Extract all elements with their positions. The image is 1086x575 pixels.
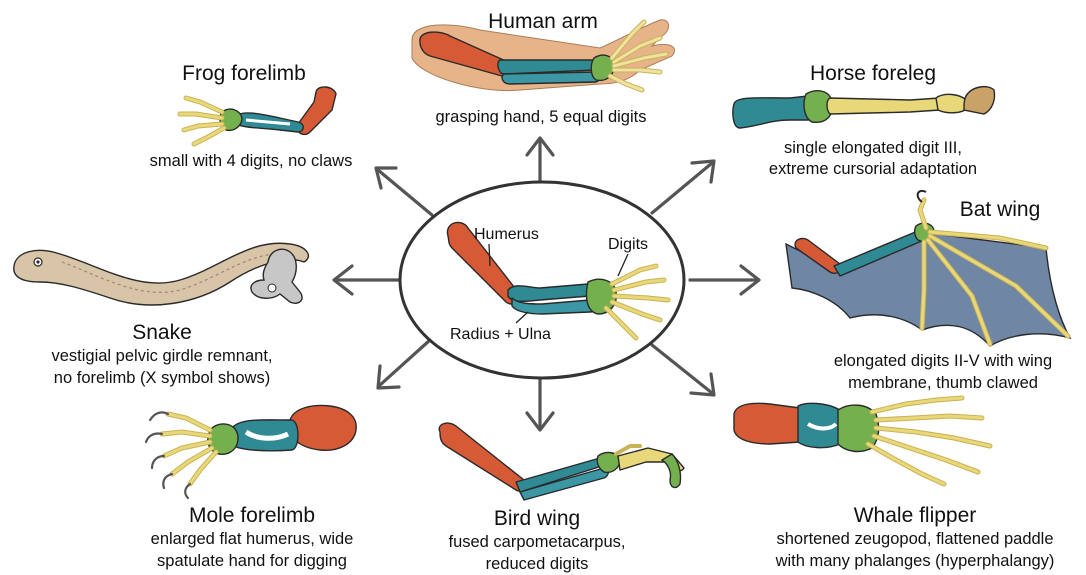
bat-wing-desc-line-1: elongated digits II-V with wing: [834, 352, 1052, 370]
snake-desc-line-2: no forelimb (X symbol shows): [54, 369, 270, 387]
frog-forelimb-title: Frog forelimb: [182, 62, 306, 85]
horse-foreleg: Horse foreleg single elongated digit III…: [733, 62, 995, 178]
arrow-to-snake: [334, 266, 398, 294]
center-generalized-limb: Humerus Digits Radius + Ulna: [400, 182, 684, 378]
center-ellipse: [400, 182, 684, 378]
bat-wing-membrane: [786, 232, 1070, 346]
bird-wing-title: Bird wing: [494, 507, 580, 530]
bat-wing-title: Bat wing: [960, 198, 1041, 221]
mole-forelimb: Mole forelimb enlarged flat humerus, wid…: [146, 406, 356, 570]
horse-foreleg-illustration: [733, 87, 995, 128]
snake-title: Snake: [132, 321, 192, 344]
human-arm-title: Human arm: [488, 10, 598, 33]
arrow-to-mole: [378, 340, 430, 388]
frog-forelimb-desc-line-1: small with 4 digits, no claws: [150, 152, 353, 170]
whale-flipper-title: Whale flipper: [854, 504, 977, 527]
horse-foreleg-title: Horse foreleg: [810, 62, 936, 85]
mole-forelimb-illustration: [146, 406, 356, 498]
snake: Snake vestigial pelvic girdle remnant, n…: [14, 243, 309, 387]
bird-wing-desc-line-2: reduced digits: [486, 555, 589, 573]
snake-illustration: [14, 243, 309, 305]
bird-wing: Bird wing fused carpometacarpus, reduced…: [439, 423, 684, 573]
frog-forelimb-illustration: [180, 87, 336, 144]
horse-foreleg-desc-line-1: single elongated digit III,: [784, 139, 962, 157]
arrow-to-human: [527, 138, 553, 185]
bat-wing: Bat wing elongated digits II-V with wing…: [786, 191, 1070, 392]
humerus-label: Humerus: [474, 226, 539, 243]
bat-wing-desc-line-2: membrane, thumb clawed: [848, 374, 1038, 392]
mole-forelimb-desc-line-2: spatulate hand for digging: [157, 552, 347, 570]
arrow-to-horse: [652, 161, 714, 213]
whale-flipper-desc-line-1: shortened zeugopod, flattened paddle: [776, 530, 1053, 548]
snake-desc-line-1: vestigial pelvic girdle remnant,: [51, 347, 272, 365]
arrow-to-whale: [652, 345, 714, 395]
horse-foreleg-desc-line-2: extreme cursorial adaptation: [769, 160, 977, 178]
bird-wing-desc-line-1: fused carpometacarpus,: [448, 533, 625, 551]
frog-forelimb: Frog forelimb small with 4 digits, no cl…: [150, 62, 353, 170]
bird-wing-illustration: [439, 423, 684, 500]
mole-forelimb-title: Mole forelimb: [189, 504, 315, 527]
arrow-to-frog: [376, 168, 432, 215]
whale-flipper-desc-line-2: with many phalanges (hyperphalangy): [775, 552, 1055, 570]
radius-ulna-label: Radius + Ulna: [450, 326, 551, 343]
digits-label: Digits: [608, 236, 648, 253]
whale-flipper-illustration: [734, 398, 990, 484]
human-arm-desc-line-1: grasping hand, 5 equal digits: [436, 108, 647, 126]
human-arm: Human arm grasping hand, 5 equal digits: [412, 10, 675, 126]
whale-flipper: Whale flipper shortened zeugopod, flatte…: [734, 398, 1054, 570]
arrow-to-bat: [690, 266, 759, 294]
arrow-to-bird: [527, 375, 553, 430]
mole-forelimb-desc-line-1: enlarged flat humerus, wide: [151, 530, 354, 548]
